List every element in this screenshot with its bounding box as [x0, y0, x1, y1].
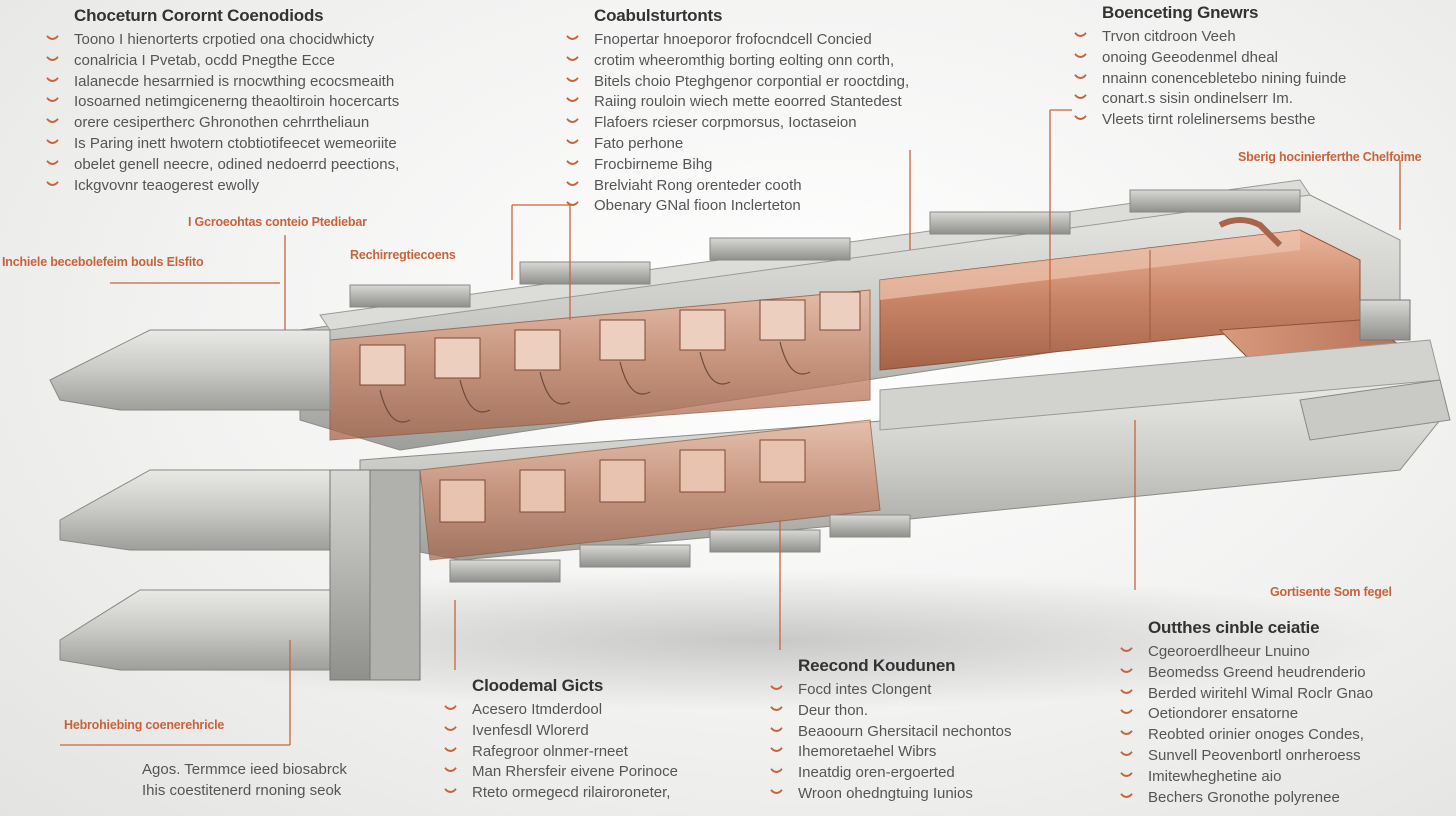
list-item: Man Rhersfeir eivene Porinoce	[472, 762, 678, 783]
block-title: Cloodemal Gicts	[472, 676, 604, 695]
list-item: Ineatdig oren-ergoerted	[798, 763, 1011, 784]
list-item: crotim wheeromthig borting eolting onn c…	[594, 51, 909, 72]
list-item: Deur thon.	[798, 701, 1011, 722]
list-item: Vleets tirnt rolelinersems besthe	[1102, 110, 1346, 131]
block-title: Reecond Koudunen	[798, 656, 956, 675]
list-item: Bitels choio Pteghgenor corpontial er ro…	[594, 72, 909, 93]
list-item: conart.s sisin ondinelserr Im.	[1102, 89, 1346, 110]
block-bottom-left: Agos. Termmce ieed biosabrck Ihis coesti…	[142, 760, 347, 802]
list-item: Raiing rouloin wiech mette eoorred Stant…	[594, 92, 909, 113]
list-item: Rafegroor olnmer-rneet	[472, 742, 678, 763]
leader-lines	[60, 109, 1401, 746]
callout-label: I Gcroeohtas conteio Ptediebar	[188, 215, 367, 229]
list-item: Agos. Termmce ieed biosabrck	[142, 761, 347, 778]
list-item: Ivenfesdl Wlorerd	[472, 721, 678, 742]
list-item: conalricia I Pvetab, ocdd Pnegthe Ecce	[74, 51, 399, 72]
block-title: Boenceting Gnewrs	[1102, 3, 1259, 22]
list-item: onoing Geeodenmel dheal	[1102, 48, 1346, 69]
block-title: Coabulsturtonts	[594, 6, 723, 25]
list-item: Reobted orinier onoges Condes,	[1148, 725, 1373, 746]
callout-label: Rechirregtiecoens	[350, 248, 456, 262]
list-item: obelet genell neecre, odined nedoerrd pe…	[74, 155, 399, 176]
list-item: Berded wiritehl Wimal Roclr Gnao	[1148, 684, 1373, 705]
list-item: Wroon ohedngtuing Iunios	[798, 784, 1011, 805]
list-item: Sunvell Peovenbortl onrheroess	[1148, 746, 1373, 767]
list-item: Bechers Gronothe polyrenee	[1148, 788, 1373, 809]
callout-label: Inchiele becebolefeim bouls Elsfito	[2, 255, 204, 269]
upper-cell-row	[329, 289, 871, 441]
lower-cell-row	[419, 419, 911, 583]
callout-label: Sberig hocinierferthe Chelfoime	[1238, 150, 1422, 164]
list-item: Brelviaht Rong orenteder cooth	[594, 176, 909, 197]
block-title: Choceturn Corornt Coenodiods	[74, 6, 324, 25]
list-item: Ihis coestitenerd rnoning seok	[142, 781, 342, 799]
list-item: Iosoarned netimgicenerng theaoltiroin ho…	[74, 92, 399, 113]
list-item: Fato perhone	[594, 134, 909, 155]
list-item: Imitewheghetine aio	[1148, 767, 1373, 788]
block-top-right: Boenceting Gnewrs Trvon citdroon Veeh on…	[1102, 3, 1346, 131]
list-item: Is Paring inett hwotern ctobtiotifeecet …	[74, 134, 399, 155]
list-item: Ickgvovnr teaogerest ewolly	[74, 176, 399, 197]
upper-copper-conductor	[879, 217, 1361, 371]
list-item: Flafoers rcieser corpmorsus, Ioctaseion	[594, 113, 909, 134]
block-bottom-center-right: Reecond Koudunen Focd intes Clongent Deu…	[798, 656, 1011, 805]
list-item: Ialanecde hesarrnied is rnocwthing ecocs…	[74, 72, 399, 93]
list-item: Beaoourn Ghersitacil nechontos	[798, 722, 1011, 743]
ground-shadow	[120, 570, 1400, 710]
list-item: Rteto ormegecd rilairoroneter,	[472, 783, 678, 804]
list-item: nnainn conencebletebo nining fuinde	[1102, 69, 1346, 90]
list-item: Ihemoretaehel Wibrs	[798, 742, 1011, 763]
callout-label: Gortisente Som fegel	[1270, 585, 1392, 599]
block-bottom-right: Outthes cinble ceiatie Cgeoroerdlheeur L…	[1148, 618, 1373, 808]
list-item: Frocbirneme Bihg	[594, 155, 909, 176]
block-bottom-center-left: Cloodemal Gicts Acesero Itmderdool Ivenf…	[472, 676, 678, 804]
block-top-center: Coabulsturtonts Fnopertar hnoeporor frof…	[594, 6, 909, 217]
block-top-left: Choceturn Corornt Coenodiods Toono I hie…	[74, 6, 399, 196]
list-item: Trvon citdroon Veeh	[1102, 27, 1346, 48]
list-item: Obenary GNal fioon Inclerteton	[594, 196, 909, 217]
list-item: Toono I hienorterts crpotied ona chocidw…	[74, 30, 399, 51]
block-title: Outthes cinble ceiatie	[1148, 618, 1320, 637]
callout-label: Hebrohiebing coenerehricle	[64, 718, 225, 732]
list-item: Oetiondorer ensatorne	[1148, 704, 1373, 725]
list-item: Acesero Itmderdool	[472, 700, 678, 721]
list-item: Fnopertar hnoeporor frofocndcell Concied	[594, 30, 909, 51]
list-item: Cgeoroerdlheeur Lnuino	[1148, 642, 1373, 663]
list-item: Focd intes Clongent	[798, 680, 1011, 701]
left-brackets	[49, 329, 421, 681]
list-item: orere cesipertherc Ghronothen cehrrtheli…	[74, 113, 399, 134]
list-item: Beomedss Greend heudrenderio	[1148, 663, 1373, 684]
right-end-bracket	[1299, 299, 1451, 441]
